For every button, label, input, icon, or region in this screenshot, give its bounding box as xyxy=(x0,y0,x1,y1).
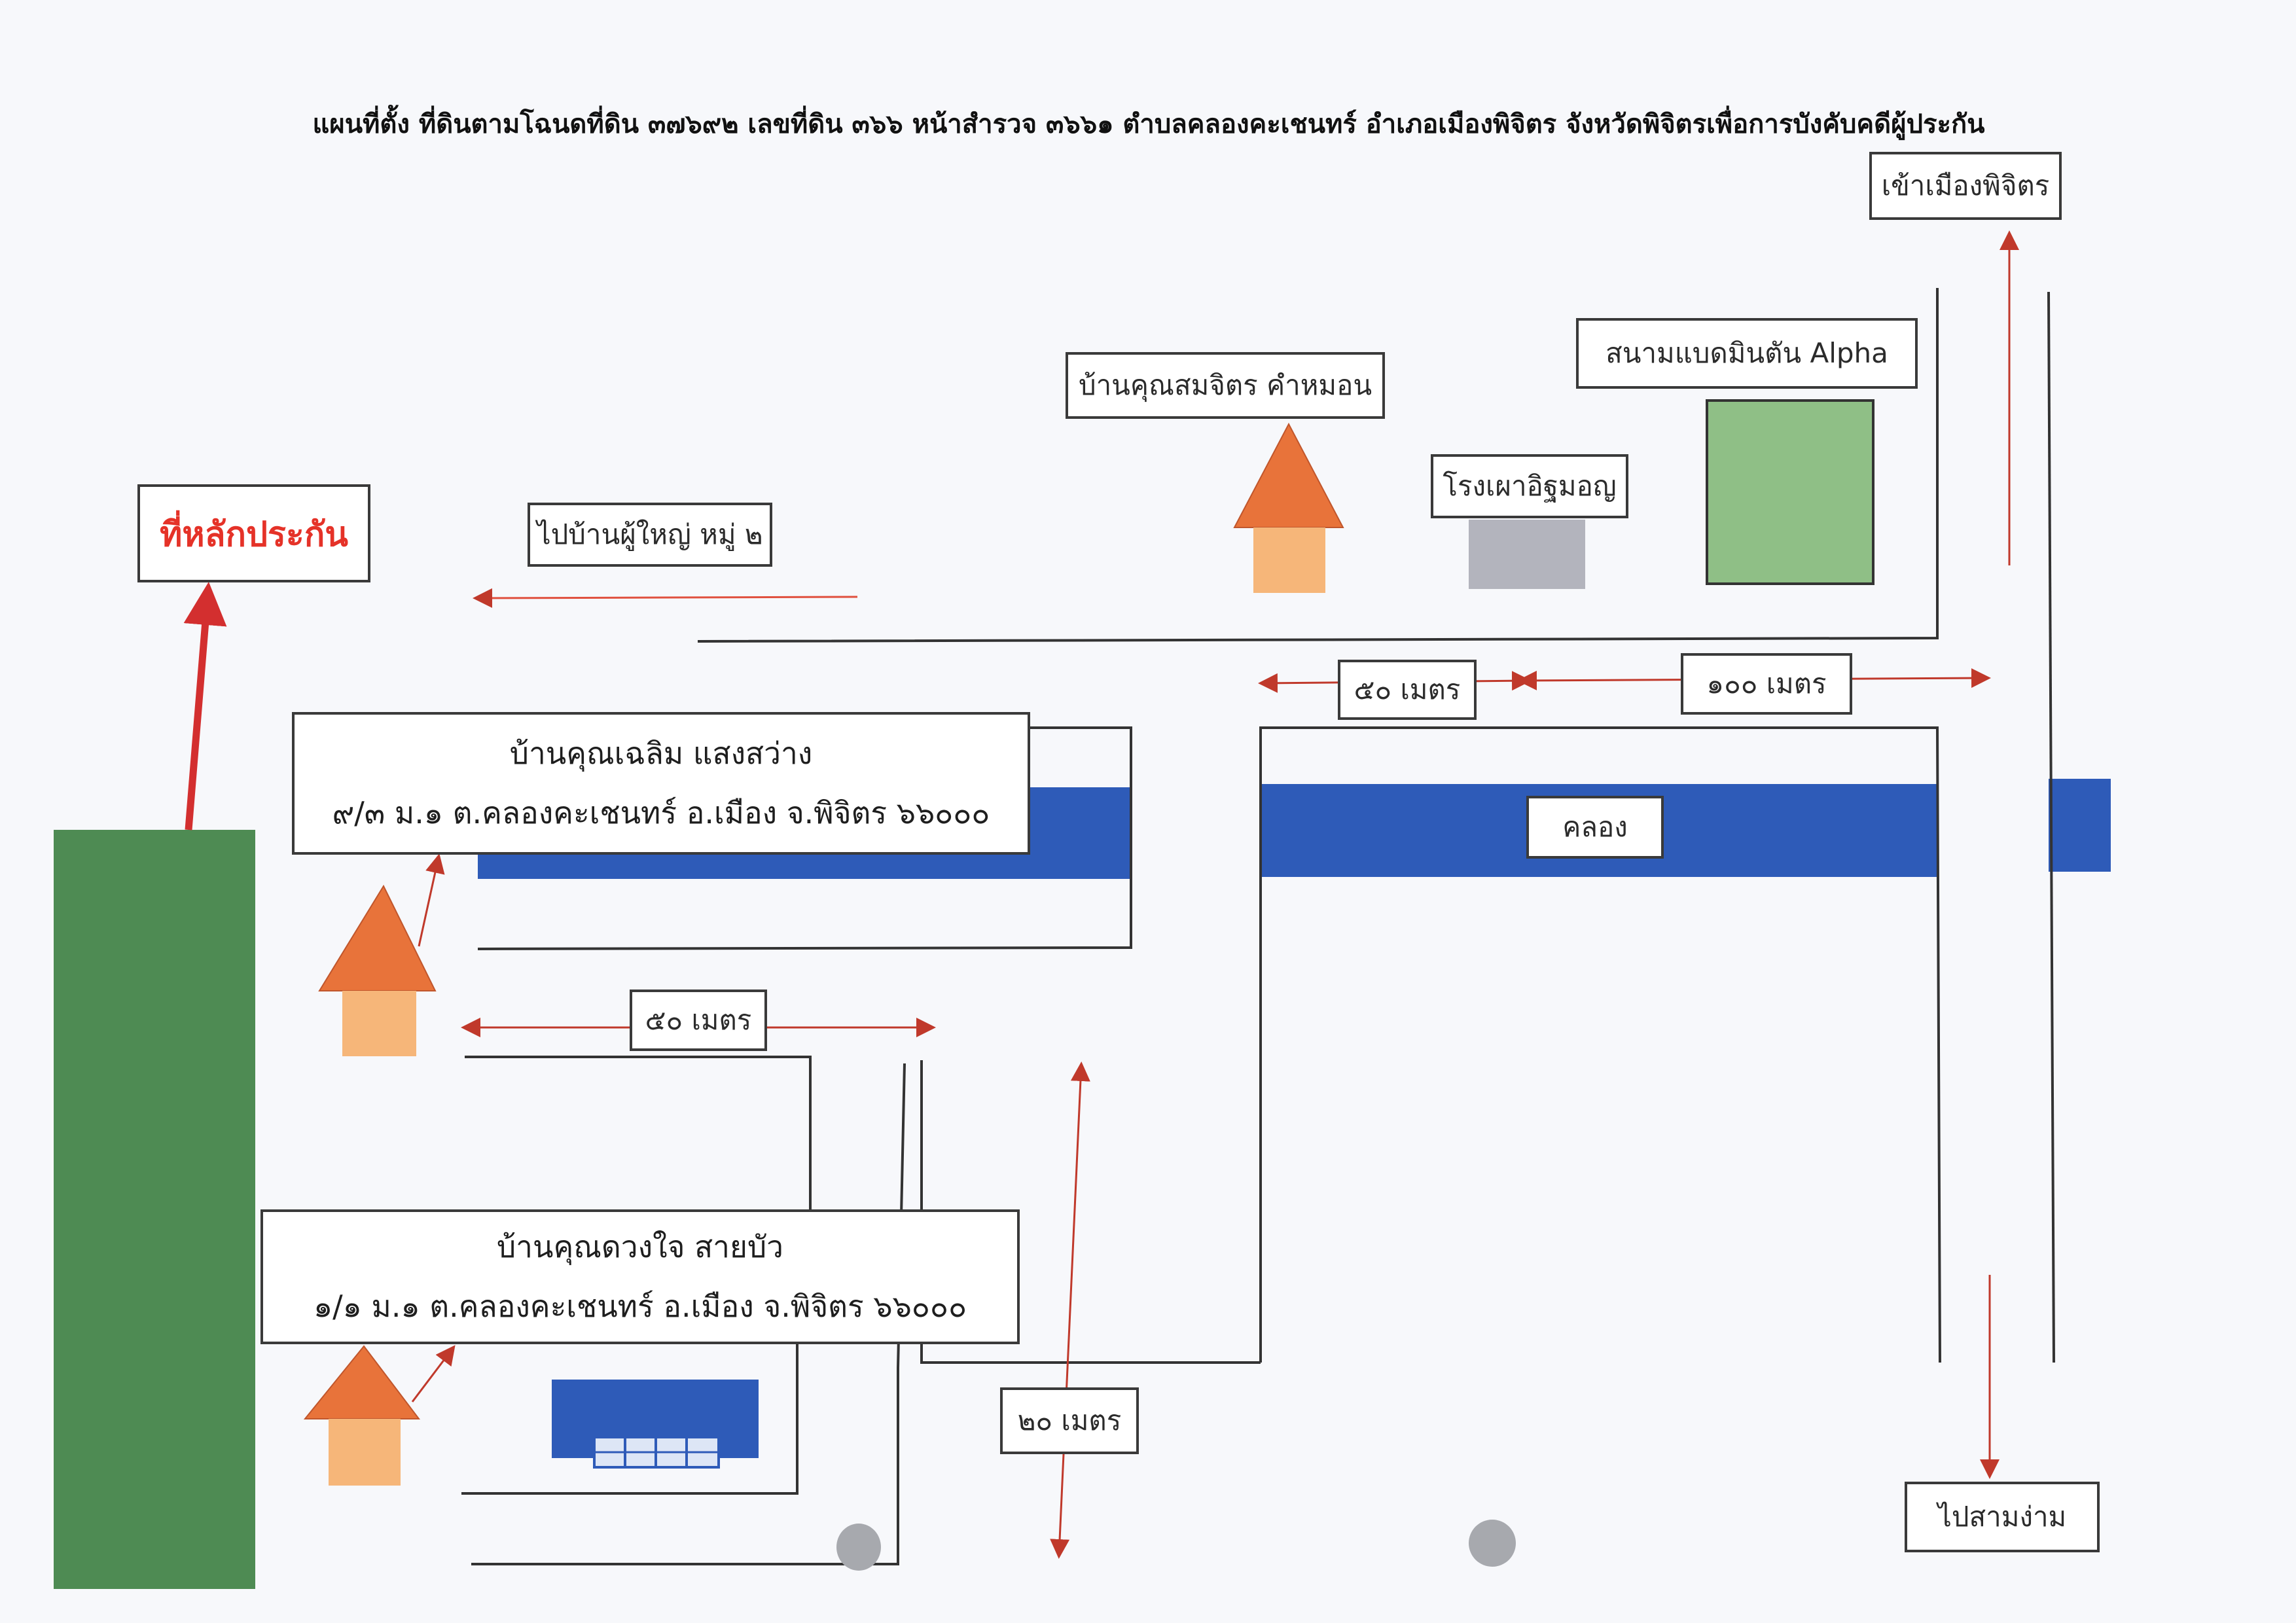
punch-hole xyxy=(836,1524,881,1571)
crematorium-label: โรงเผาอิฐมอญ xyxy=(1431,454,1628,518)
duangjai-house-card: บ้านคุณดวงใจ สายบัว ๑/๑ ม.๑ ต.คลองคะเชนท… xyxy=(260,1209,1020,1344)
duangjai-house-name: บ้านคุณดวงใจ สายบัว xyxy=(496,1229,783,1264)
duangjai-pointer-arrow xyxy=(411,1345,456,1402)
dist-20-arrow xyxy=(1050,1061,1090,1559)
chalerm-pointer-arrow xyxy=(418,853,445,947)
house-duangjai xyxy=(303,1345,421,1486)
to-sam-ngam-label: ไปสามง่าม xyxy=(1905,1482,2100,1552)
house-somjit xyxy=(1233,422,1344,593)
to-city-label: เข้าเมืองพิจิตร xyxy=(1869,152,2062,220)
punch-hole xyxy=(1469,1520,1516,1567)
collateral-arrow xyxy=(183,582,227,830)
badminton-label: สนามแบดมินตัน Alpha xyxy=(1576,318,1918,389)
roads xyxy=(461,288,2055,1565)
somjit-house-label: บ้านคุณสมจิตร คำหมอน xyxy=(1066,352,1385,419)
house-chalerm xyxy=(318,884,437,1056)
chalerm-house-card: บ้านคุณเฉลิม แสงสว่าง ๙/๓ ม.๑ ต.คลองคะเช… xyxy=(292,712,1030,855)
to-village-head-label: ไปบ้านผู้ใหญ่ หมู่ ๒ xyxy=(528,503,772,567)
to-village-head-arrow xyxy=(473,588,858,608)
canal-east xyxy=(2049,779,2111,872)
canal-label: คลอง xyxy=(1526,796,1664,859)
chalerm-house-address: ๙/๓ ม.๑ ต.คลองคะเชนทร์ อ.เมือง จ.พิจิตร … xyxy=(332,795,990,830)
chalerm-house-name: บ้านคุณเฉลิม แสงสว่าง xyxy=(509,736,813,771)
blue-building xyxy=(552,1380,759,1469)
distance-20: ๒๐ เมตร xyxy=(1000,1387,1139,1454)
collateral-land xyxy=(54,830,255,1589)
map-title: แผนที่ตั้ง ที่ดินตามโฉนดที่ดิน ๓๗๖๙๒ เลข… xyxy=(312,109,1985,139)
distance-50-top: ๕๐ เมตร xyxy=(1338,660,1477,720)
crematorium-building xyxy=(1469,520,1585,589)
badminton-court xyxy=(1706,399,1874,585)
distance-100: ๑๐๐ เมตร xyxy=(1681,653,1852,715)
collateral-label: ที่หลักประกัน xyxy=(137,484,370,582)
distance-50-mid: ๕๐ เมตร xyxy=(630,990,767,1051)
duangjai-house-address: ๑/๑ ม.๑ ต.คลองคะเชนทร์ อ.เมือง จ.พิจิตร … xyxy=(313,1289,967,1324)
